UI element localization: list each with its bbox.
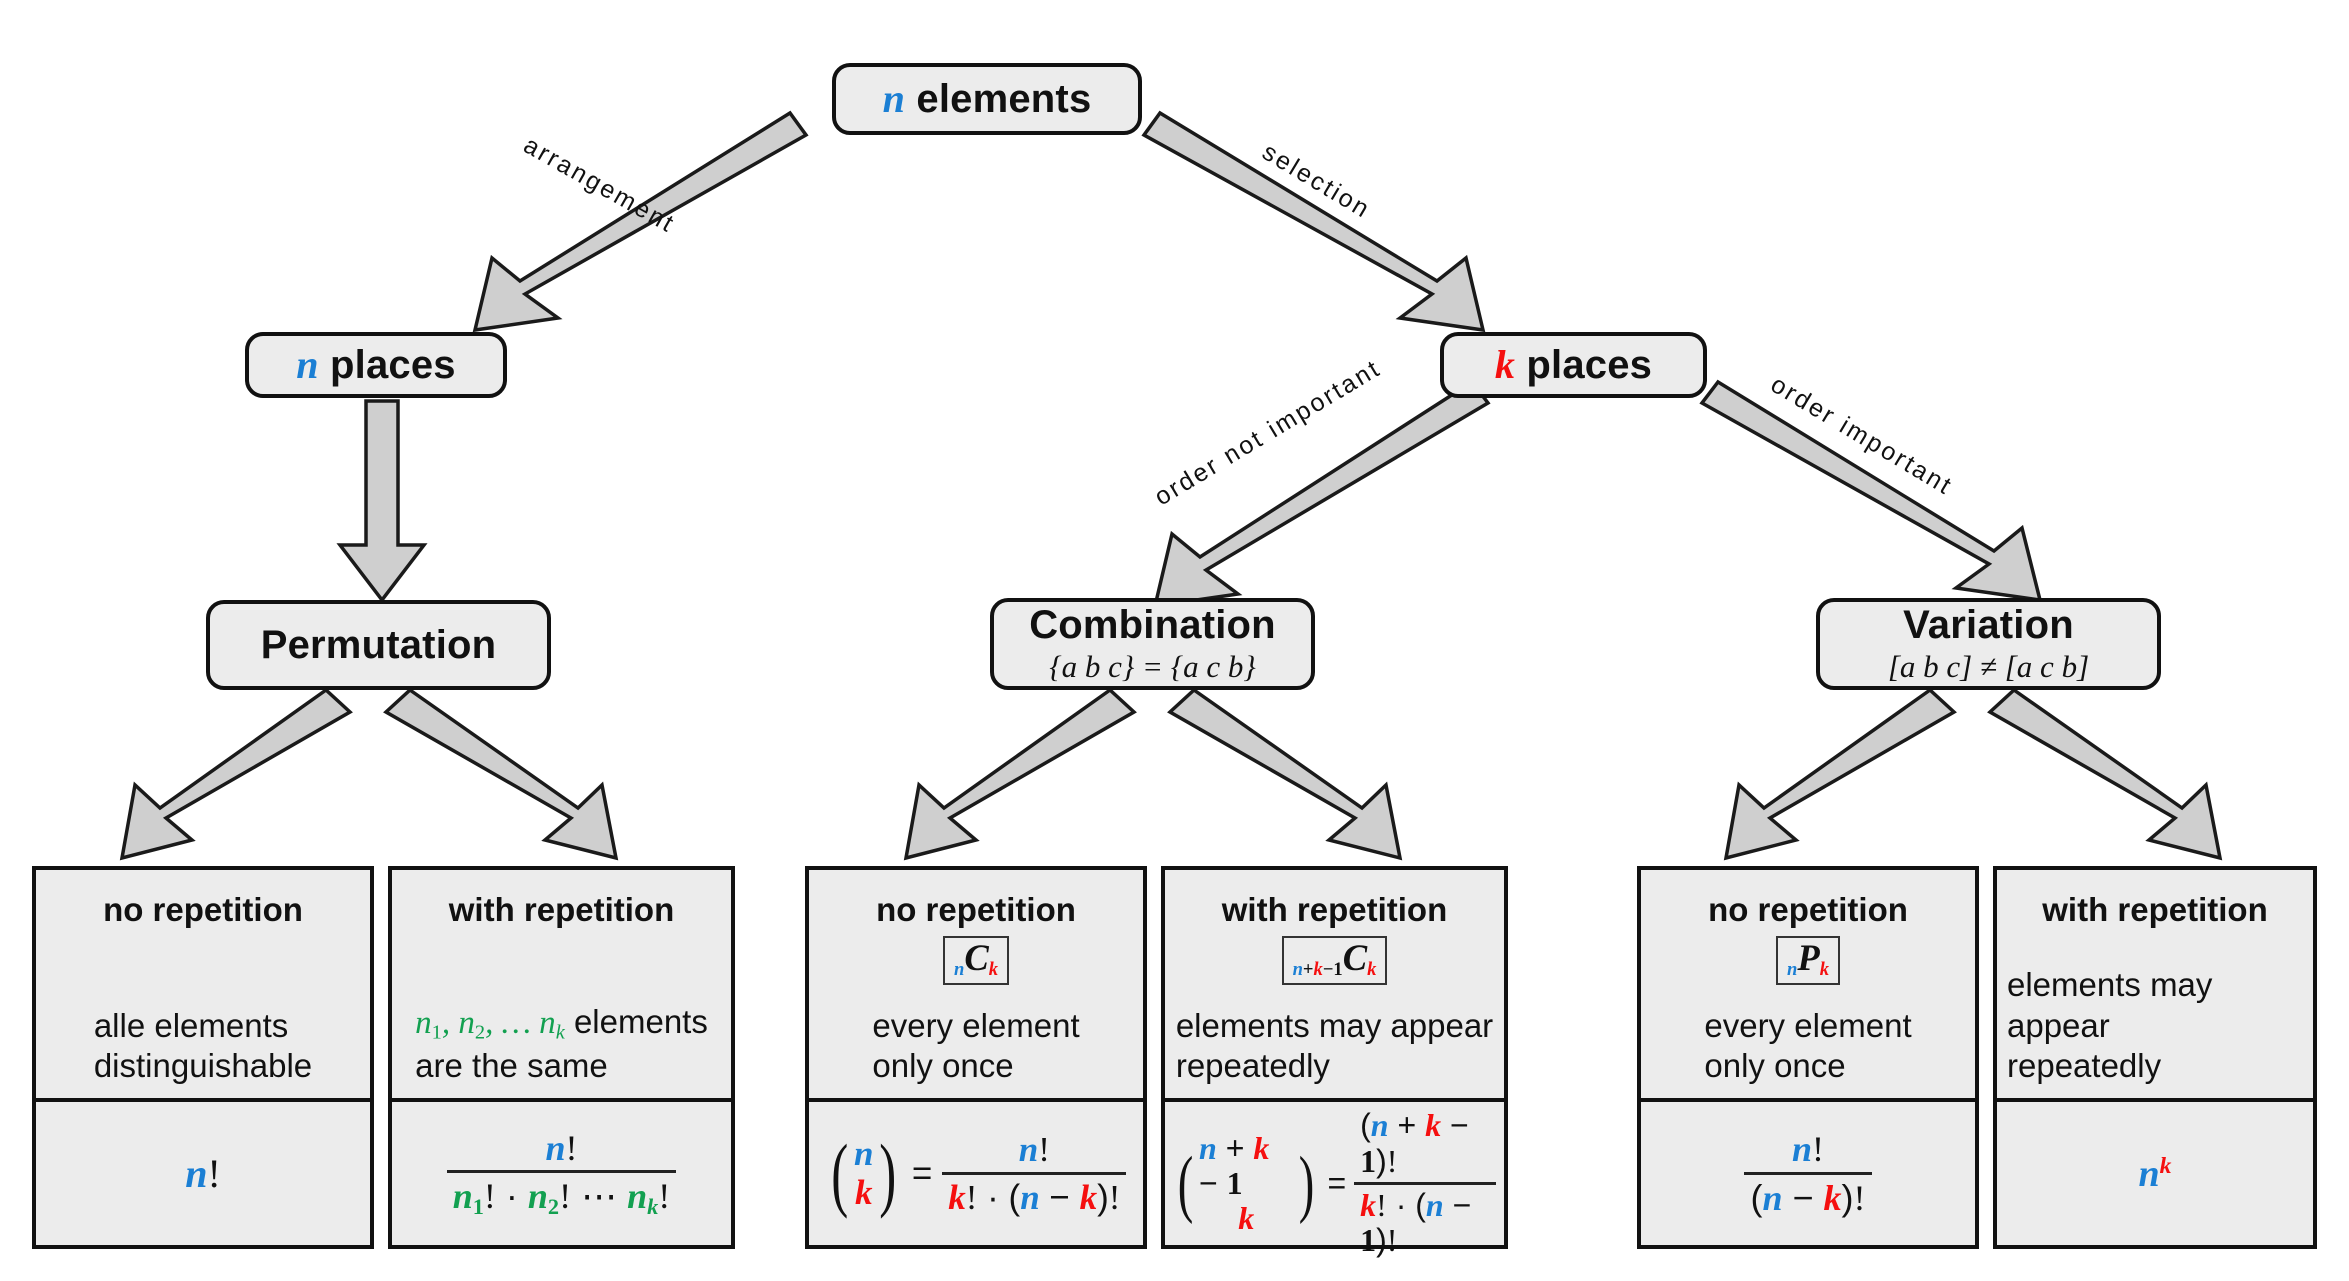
arrow-permutation-no-repetition	[119, 687, 353, 861]
desc-line-1: n1, n2, … nk elements	[415, 1002, 708, 1046]
desc-line-2: are the same	[415, 1046, 608, 1084]
edge-label-arrangement: arrangement	[518, 130, 681, 239]
card-formula: n! n1! · n2! ⋯ nk!	[392, 1098, 731, 1245]
variable-n: n	[296, 342, 319, 387]
node-k-places-label: k places	[1494, 342, 1653, 387]
card-heading: with repetition	[1221, 891, 1448, 928]
node-n-elements-label: n elements	[882, 76, 1092, 121]
desc-line-1: elements may appear	[1175, 1006, 1494, 1044]
node-permutation[interactable]: Permutation	[206, 600, 551, 690]
node-variation-subtitle: [a b c] ≠ [a c b]	[1887, 648, 2090, 684]
arrow-order-important	[1699, 379, 2043, 603]
card-heading: with repetition	[2042, 891, 2268, 928]
node-n-places-text: places	[330, 343, 456, 387]
binomial-symbol: ( n + k − 1 k )	[1177, 1129, 1315, 1237]
node-combination-title: Combination	[1029, 602, 1276, 647]
arrow-combination-with-repetition	[1167, 687, 1403, 861]
edge-label-selection: selection	[1257, 137, 1376, 225]
card-description: n1, n2, … nk elements are the same	[415, 1002, 708, 1086]
card-description: elements may appear repeatedly	[2007, 965, 2303, 1086]
arrow-variation-with-repetition	[1987, 687, 2223, 861]
desc-line-1: every element	[872, 1006, 1080, 1044]
node-combination-subtitle: {a b c} = {a c b}	[1049, 648, 1256, 684]
card-description: elements may appear repeatedly	[1176, 1006, 1493, 1087]
desc-line-2: only once	[872, 1046, 1014, 1084]
card-heading: no repetition	[1708, 891, 1908, 928]
node-n-elements[interactable]: n elements	[832, 63, 1142, 135]
formula-variation: n! (n − k)!	[1744, 1129, 1872, 1218]
arrow-combination-no-repetition	[903, 687, 1137, 861]
arrow-permutation-with-repetition	[383, 687, 619, 861]
notation-nPk: nPk	[1776, 936, 1840, 986]
card-heading: no repetition	[103, 891, 303, 928]
card-heading: with repetition	[448, 891, 675, 928]
card-combination-no-repetition[interactable]: no repetition nCk every element only onc…	[805, 866, 1147, 1249]
node-variation-title: Variation	[1903, 602, 2074, 647]
card-formula: n! (n − k)!	[1641, 1098, 1975, 1245]
notation-nplusk-1-C-k: n+k−1Ck	[1281, 936, 1388, 986]
desc-line-2: only once	[1704, 1046, 1846, 1084]
card-permutation-with-repetition[interactable]: with repetition n1, n2, … nk elements ar…	[388, 866, 735, 1249]
card-variation-no-repetition[interactable]: no repetition nPk every element only onc…	[1637, 866, 1979, 1249]
card-description: alle elements distinguishable	[94, 1006, 312, 1087]
card-combination-with-repetition[interactable]: with repetition n+k−1Ck elements may app…	[1161, 866, 1508, 1258]
desc-line-1: every element	[1704, 1006, 1912, 1044]
node-n-places[interactable]: n places	[245, 332, 507, 398]
arrow-selection	[1141, 110, 1486, 333]
card-top: no repetition alle elements distinguisha…	[36, 870, 370, 1098]
node-n-places-label: n places	[296, 342, 456, 387]
card-formula: ( n + k − 1 k ) = (n + k − 1)! k! · (n −…	[1165, 1098, 1504, 1265]
node-k-places[interactable]: k places	[1440, 332, 1707, 398]
variable-k: k	[1494, 342, 1516, 387]
formula-multiset-permutation: n! n1! · n2! ⋯ nk!	[446, 1128, 677, 1219]
card-variation-with-repetition[interactable]: with repetition elements may appear repe…	[1993, 866, 2317, 1249]
arrow-n-places-permutation	[336, 399, 428, 603]
notation-nCk: nCk	[942, 936, 1010, 986]
desc-line-1: elements may appear	[2007, 966, 2213, 1044]
desc-suffix: elements	[573, 1003, 708, 1041]
edge-label-order-important: order important	[1765, 370, 1958, 501]
card-heading: no repetition	[876, 891, 1076, 928]
node-variation[interactable]: Variation [a b c] ≠ [a c b]	[1816, 598, 2161, 690]
desc-line-2: repeatedly	[2007, 1046, 2162, 1084]
card-description: every element only once	[872, 1006, 1079, 1087]
node-combination[interactable]: Combination {a b c} = {a c b}	[990, 598, 1315, 690]
node-k-places-text: places	[1526, 343, 1653, 387]
arrow-variation-no-repetition	[1723, 687, 1957, 861]
formula-n-factorial: n!	[185, 1151, 221, 1196]
card-formula: nk	[1997, 1098, 2313, 1245]
node-n-elements-text: elements	[916, 77, 1092, 121]
card-description: every element only once	[1704, 1006, 1911, 1087]
card-top: no repetition nPk every element only onc…	[1641, 870, 1975, 1098]
desc-variables: n1, n2, … nk	[415, 1005, 565, 1044]
desc-line-2: distinguishable	[93, 1046, 313, 1084]
formula-multiset-combination: ( n + k − 1 k ) = (n + k − 1)! k! · (n −…	[1173, 1107, 1496, 1259]
desc-line-1: alle elements	[93, 1006, 289, 1044]
card-formula: n!	[36, 1098, 370, 1245]
variable-n: n	[882, 76, 906, 121]
card-top: with repetition n1, n2, … nk elements ar…	[392, 870, 731, 1098]
card-permutation-no-repetition[interactable]: no repetition alle elements distinguisha…	[32, 866, 374, 1249]
card-top: with repetition elements may appear repe…	[1997, 870, 2313, 1098]
desc-line-2: repeatedly	[1175, 1046, 1330, 1084]
formula-n-to-the-k: nk	[2138, 1152, 2172, 1195]
node-permutation-title: Permutation	[260, 623, 497, 667]
card-top: no repetition nCk every element only onc…	[809, 870, 1143, 1098]
edge-label-order-not-important: order not important	[1149, 353, 1386, 512]
card-top: with repetition n+k−1Ck elements may app…	[1165, 870, 1504, 1098]
